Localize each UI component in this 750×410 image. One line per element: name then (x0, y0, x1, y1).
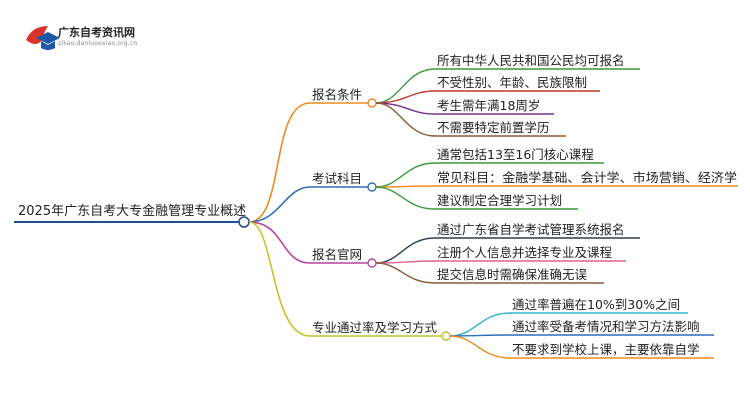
leaf-label-3-2: 不要求到学校上课，主要依靠自学 (512, 342, 700, 357)
leaf-label-0-3: 不需要特定前置学历 (437, 120, 550, 135)
logo-subtitle: zikao.danluoexiao.org.cn (58, 40, 138, 47)
leaf-link-0-2 (375, 102, 436, 115)
leaf-link-2-0 (375, 237, 436, 264)
leaf-label-1-2: 建议制定合理学习计划 (437, 193, 562, 208)
graduation-cap-icon (26, 26, 60, 50)
leaf-link-3-0 (449, 312, 511, 337)
branch-link-3 (248, 221, 311, 337)
leaf-label-0-2: 考生需年满18周岁 (437, 98, 540, 113)
branch-label-0: 报名条件 (312, 87, 362, 102)
branch-node-1 (367, 182, 377, 192)
branch-label-2: 报名官网 (312, 247, 362, 262)
branch-node-3 (441, 331, 451, 341)
branch-link-1 (248, 186, 311, 223)
leaf-label-2-2: 提交信息时需确保准确无误 (437, 267, 588, 282)
leaf-label-1-1: 常见科目：金融学基础、会计学、市场营销、经济学 (437, 170, 737, 185)
branch-label-1: 考试科目 (312, 171, 362, 186)
root-node (238, 216, 250, 228)
leaf-label-3-0: 通过率普遍在10%到30%之间 (512, 297, 680, 312)
branch-link-2 (248, 221, 311, 264)
leaf-label-2-1: 注册个人信息并选择专业及课程 (437, 245, 613, 260)
root-label: 2025年广东自考大专金融管理专业概述 (18, 203, 246, 219)
leaf-link-1-0 (375, 162, 436, 188)
leaf-link-1-2 (375, 186, 436, 210)
leaf-label-2-0: 通过广东省自学考试管理系统报名 (437, 222, 625, 237)
leaf-label-0-1: 不受性别、年龄、民族限制 (437, 75, 587, 90)
leaf-label-1-0: 通常包括13至16门核心课程 (437, 147, 594, 162)
branch-link-0 (248, 102, 311, 223)
leaf-link-0-3 (375, 102, 436, 137)
branch-node-2 (367, 258, 377, 268)
branch-node-0 (367, 98, 377, 108)
logo-title: 广东自考资讯网 (58, 26, 135, 39)
logo (26, 26, 60, 50)
leaf-link-2-2 (375, 262, 436, 284)
leaf-label-3-1: 通过率受备考情况和学习方法影响 (512, 319, 700, 334)
leaf-link-3-2 (449, 335, 511, 359)
leaf-label-0-0: 所有中华人民共和国公民均可报名 (437, 53, 625, 68)
leaf-link-0-0 (375, 68, 436, 104)
branch-label-3: 专业通过率及学习方式 (312, 320, 438, 335)
